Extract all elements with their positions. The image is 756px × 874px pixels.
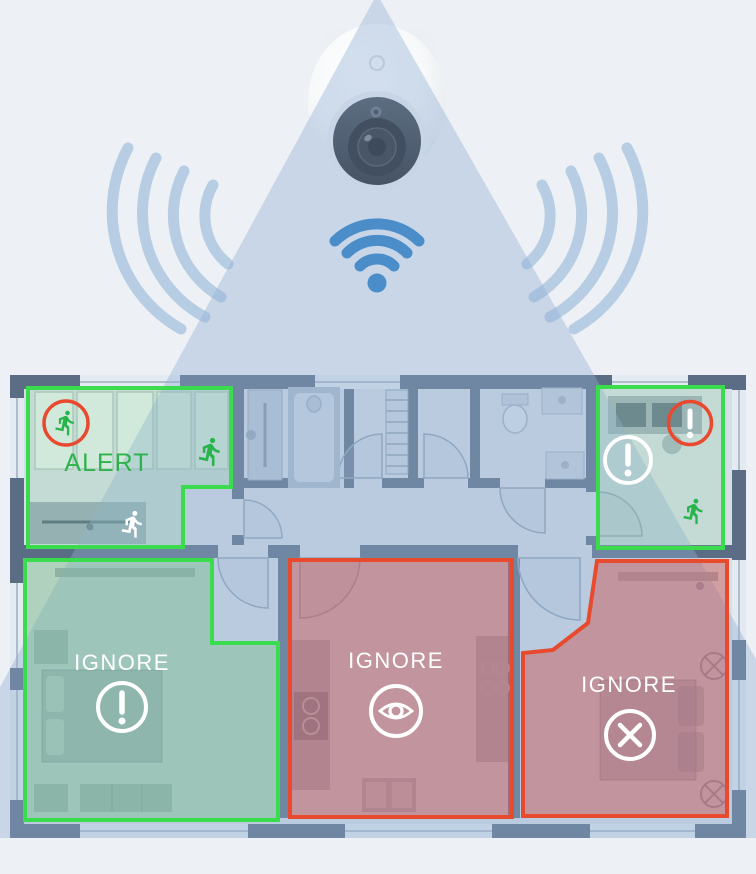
exclamation-dot	[118, 717, 126, 725]
bedroom-right-zone[interactable]	[521, 559, 729, 818]
kitchen-furniture	[292, 636, 512, 812]
sound-waves-left-icon	[106, 142, 234, 335]
living-room-furniture	[30, 391, 229, 544]
notify-exclamation-badge	[603, 435, 653, 485]
exclamation-dot	[686, 431, 694, 439]
staircase	[385, 389, 409, 475]
ignore-label: IGNORE	[348, 648, 444, 673]
camera-sensor-pupil	[373, 109, 379, 115]
circle-icon	[369, 684, 423, 738]
camera-view-cone	[0, 0, 756, 838]
bathroom	[501, 387, 585, 480]
bedroom-left-zone[interactable]	[23, 558, 280, 822]
bedroom-left-furniture	[34, 568, 195, 812]
floor-plan	[10, 375, 746, 838]
shower-room	[246, 387, 340, 488]
ignore-eye-badge	[369, 684, 423, 738]
wifi-arcs	[329, 218, 425, 272]
x-icon	[617, 722, 643, 748]
circle-icon	[604, 709, 656, 761]
alert-runner-badge	[42, 399, 90, 447]
alert-circle-icon	[666, 399, 714, 447]
alert-exclamation-badge	[666, 399, 714, 447]
door-arcs	[217, 433, 643, 621]
alert-circle-icon	[42, 399, 90, 447]
exclamation-dot	[624, 469, 632, 477]
camera-lens-core	[368, 138, 386, 156]
ignore-label: IGNORE	[74, 650, 170, 675]
ignore-exclamation-badge	[96, 681, 148, 733]
zone-annotations: ALERT IGNORE IGNORE	[42, 399, 714, 761]
circle-icon	[96, 681, 148, 733]
camera-status-ring	[369, 55, 385, 71]
living-room-zone[interactable]	[26, 386, 233, 549]
security-camera	[308, 24, 446, 191]
lens-highlight	[364, 134, 372, 142]
wifi-dot	[367, 273, 387, 293]
eye-icon	[377, 702, 415, 720]
bedroom-right-furniture	[599, 572, 728, 808]
alert-label: ALERT	[64, 449, 149, 477]
ignore-label: IGNORE	[581, 672, 677, 697]
sound-waves-right-icon	[521, 142, 649, 335]
circle-icon	[603, 435, 653, 485]
ignore-x-badge	[604, 709, 656, 761]
wifi-icon	[329, 218, 425, 293]
office-zone[interactable]	[596, 385, 725, 550]
